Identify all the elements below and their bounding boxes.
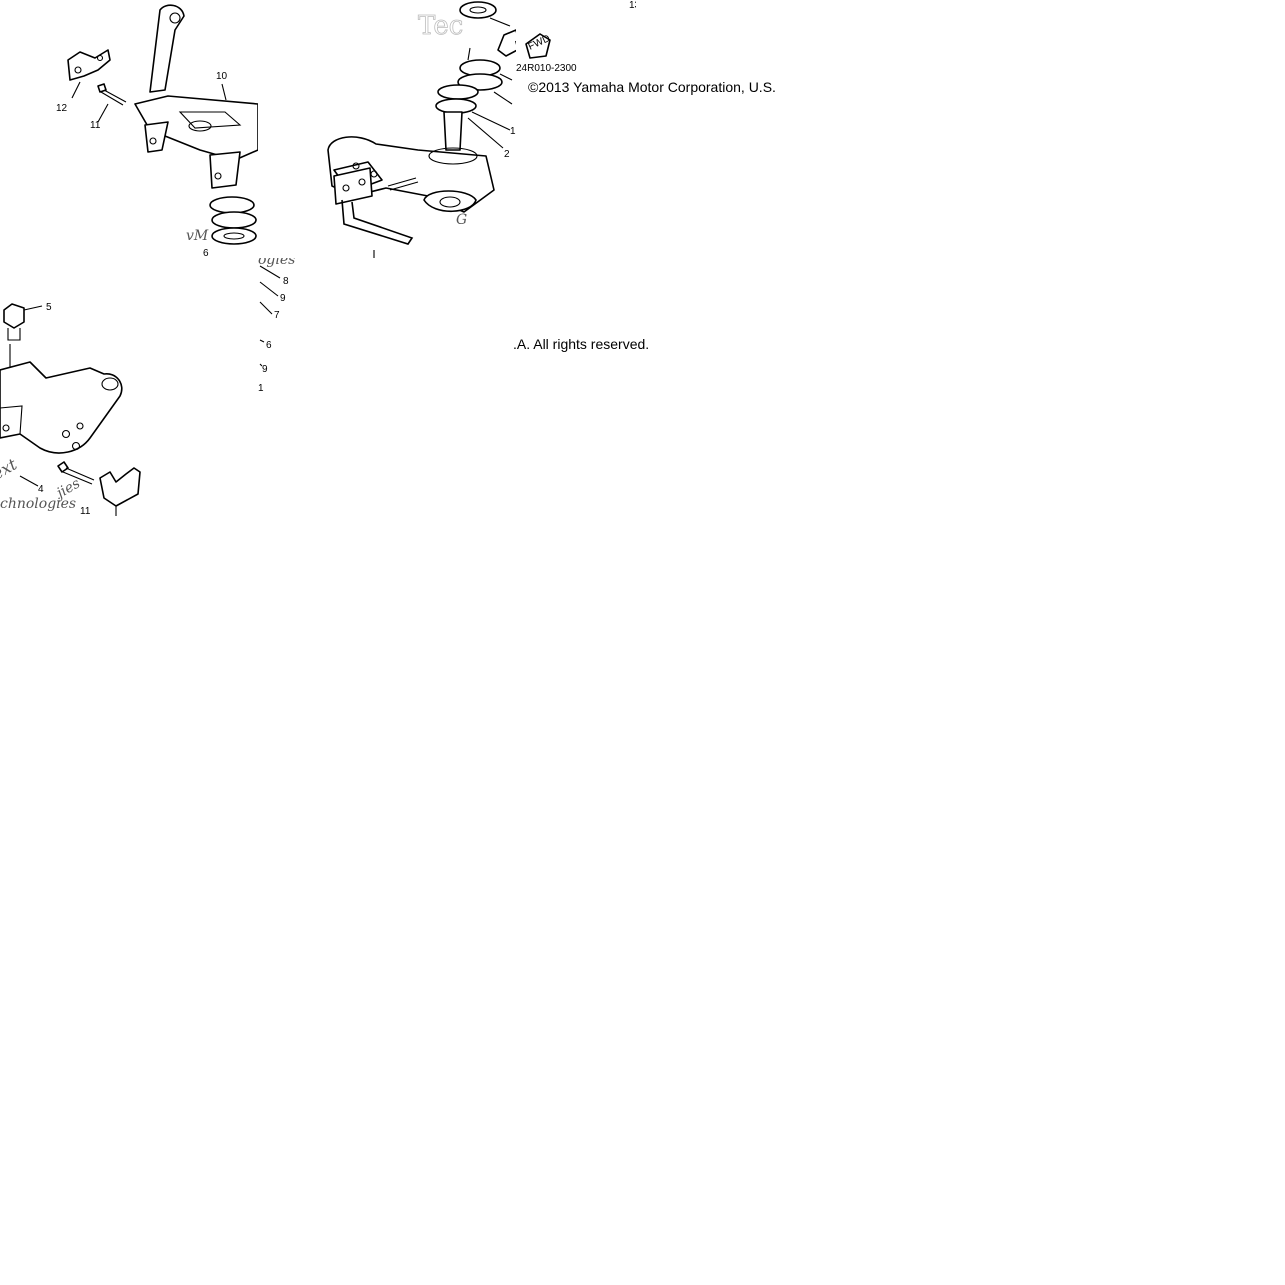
steering-assembly-drawing: 12 11 10 6 vM xyxy=(56,4,258,258)
callout-label: 11 xyxy=(80,506,91,516)
fwd-label: FWD xyxy=(514,34,516,51)
watermark-text: Tec xyxy=(418,11,463,41)
callout-label: 10 xyxy=(216,71,228,82)
watermark-text: ogies xyxy=(258,258,295,268)
callout-label: 6 xyxy=(266,340,272,351)
lower-arm-part xyxy=(0,361,123,454)
callout-label: 13 xyxy=(629,0,636,11)
copyright-line-1: ©2013 Yamaha Motor Corporation, U.S. xyxy=(528,79,776,95)
svg-text:G: G xyxy=(456,212,467,228)
steering-stem-drawing: Tec FWD 24R010-2300 1 2 12 xyxy=(327,1,516,258)
ring-nut-part xyxy=(459,1,497,19)
watermark-text: ext xyxy=(0,454,21,483)
steering-stem-part xyxy=(443,111,463,151)
bearing-part xyxy=(209,196,255,214)
callout-label: 7 xyxy=(274,310,280,321)
watermark-text: chnologies xyxy=(0,496,76,512)
callout-label: 12 xyxy=(56,103,68,114)
callout-label: 6 xyxy=(203,248,209,258)
diagram-tile-top-left: 12 11 10 6 vM xyxy=(0,0,258,258)
watermark-text: vM xyxy=(186,228,209,244)
diagram-tile-middle: ogies 8 9 7 6 9 1 xyxy=(258,258,516,516)
steering-arm-part xyxy=(149,4,185,93)
callout-label: 4 xyxy=(38,484,44,495)
callout-label: 11 xyxy=(90,120,101,131)
fwd-arrow-icon xyxy=(497,29,516,57)
callout-strip-drawing: ogies 8 9 7 6 9 1 xyxy=(258,258,295,394)
callout-label: 1 xyxy=(258,383,264,394)
clip-part xyxy=(99,467,141,507)
callout-label: 1 xyxy=(510,126,516,137)
lower-arm-drawing: 5 4 11 ext chnologies jies xyxy=(0,302,141,516)
part-code-text: 24R010-2300 xyxy=(516,63,577,74)
diagram-tile-bottom-left: 5 4 11 ext chnologies jies xyxy=(0,258,258,516)
copyright-line-2: .A. All rights reserved. xyxy=(513,336,650,352)
callout-label: 8 xyxy=(283,276,289,287)
callout-label: 9 xyxy=(262,364,268,375)
callout-label: 2 xyxy=(504,149,510,160)
bolt-head-part xyxy=(3,303,25,329)
diagram-tile-top-right: Tec FWD 24R010-2300 1 2 12 xyxy=(258,0,516,258)
drawing-overflow: 24R010-2300 13 FWD xyxy=(516,0,636,74)
callout-label: 5 xyxy=(46,302,52,313)
bracket-part xyxy=(67,49,111,81)
callout-label: 9 xyxy=(280,293,286,304)
